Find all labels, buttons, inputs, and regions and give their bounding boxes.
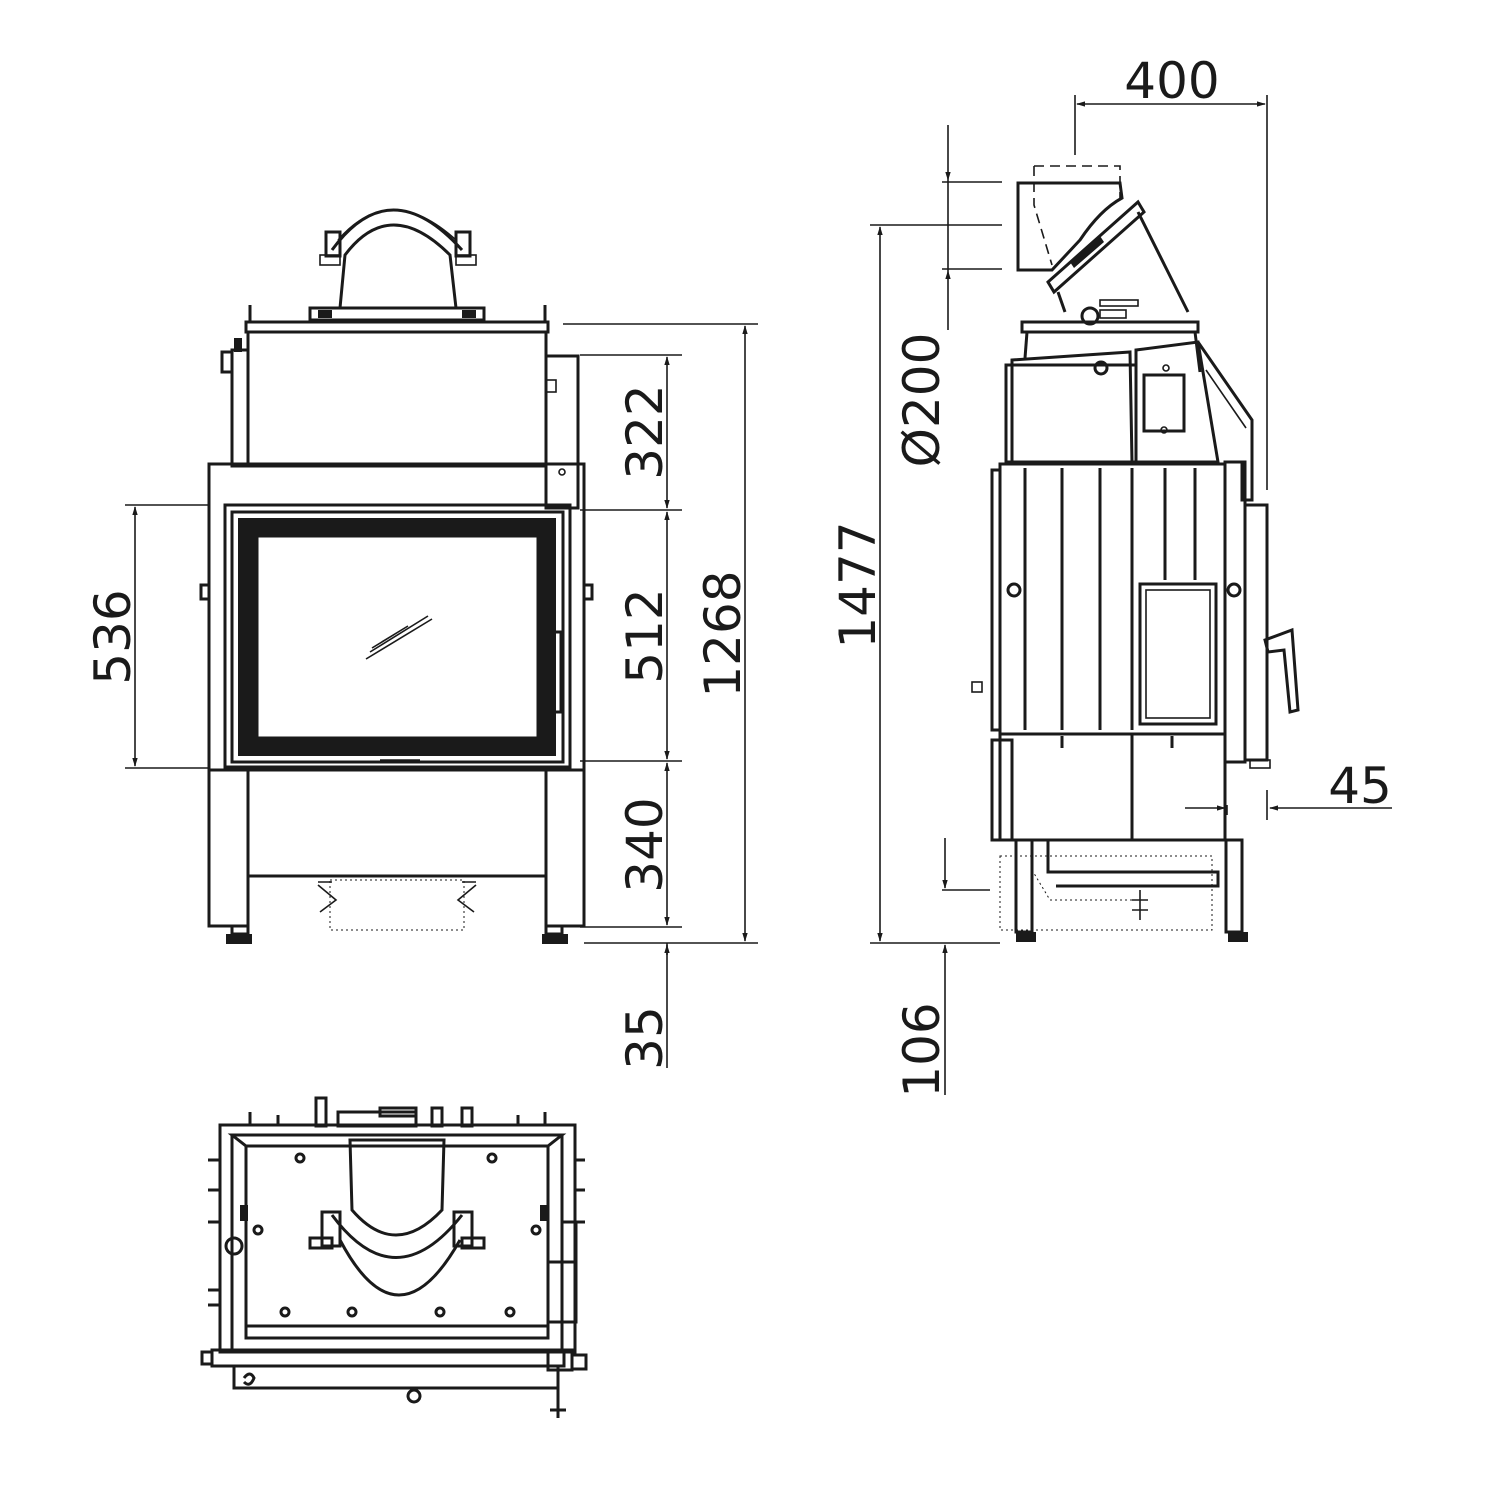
dim-340-label: 340 <box>616 797 674 892</box>
front-door <box>223 503 572 769</box>
dim-512-label: 512 <box>616 588 674 683</box>
side-dimensions: 400 Ø200 1477 106 45 <box>829 52 1392 1098</box>
dim-400-label: 400 <box>1124 52 1219 110</box>
front-lower-section <box>207 768 586 944</box>
top-view <box>200 1096 588 1418</box>
dim-diameter-200-label: Ø200 <box>893 333 951 468</box>
dim-322-label: 322 <box>616 384 674 479</box>
dim-35-label: 35 <box>616 1006 674 1070</box>
side-body <box>971 460 1300 769</box>
side-upper-housing <box>1004 340 1254 502</box>
side-view <box>971 165 1300 942</box>
dim-106-label: 106 <box>893 1002 951 1097</box>
dim-536-label: 536 <box>84 589 142 684</box>
dim-1477-label: 1477 <box>829 521 887 648</box>
front-dimensions: 322 512 340 1268 35 536 <box>84 323 758 1070</box>
front-flue-collar <box>308 208 486 322</box>
front-view <box>199 208 594 944</box>
side-lower-body <box>990 732 1248 942</box>
front-upper-housing <box>220 330 580 510</box>
side-top-plate <box>1020 320 1202 373</box>
dim-45-label: 45 <box>1328 757 1392 815</box>
side-flue-elbow <box>1016 165 1190 326</box>
dim-1268-label: 1268 <box>694 570 752 697</box>
